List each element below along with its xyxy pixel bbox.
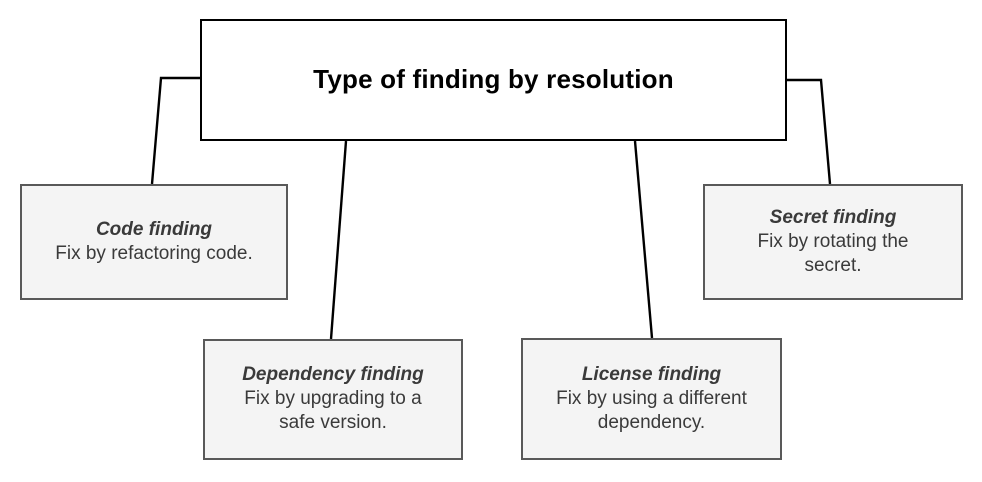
- dependency-finding-title: Dependency finding: [242, 364, 424, 386]
- secret-finding-description: Fix by rotating the secret.: [757, 230, 909, 276]
- connector-root-to-dependency: [329, 140, 348, 340]
- license-finding-title: License finding: [581, 363, 722, 385]
- node-code-finding: Code finding Fix by refactoring code.: [20, 184, 288, 300]
- node-license-finding: License finding Fix by using a different…: [521, 338, 782, 460]
- code-finding-title: Code finding: [95, 218, 213, 240]
- connector-root-to-license: [633, 140, 654, 339]
- secret-finding-title: Secret finding: [769, 206, 897, 228]
- node-secret-finding: Secret finding Fix by rotating the secre…: [703, 184, 963, 300]
- license-finding-description: Fix by using a different dependency.: [556, 387, 747, 433]
- code-finding-description: Fix by refactoring code.: [55, 242, 253, 264]
- node-type-of-finding-by-resolution: Type of finding by resolution: [200, 19, 787, 141]
- root-title: Type of finding by resolution: [313, 64, 674, 95]
- connector-root-to-secret: [787, 78, 832, 185]
- connector-root-to-code: [150, 76, 200, 185]
- dependency-finding-description: Fix by upgrading to a safe version.: [244, 388, 422, 434]
- node-dependency-finding: Dependency finding Fix by upgrading to a…: [203, 339, 463, 460]
